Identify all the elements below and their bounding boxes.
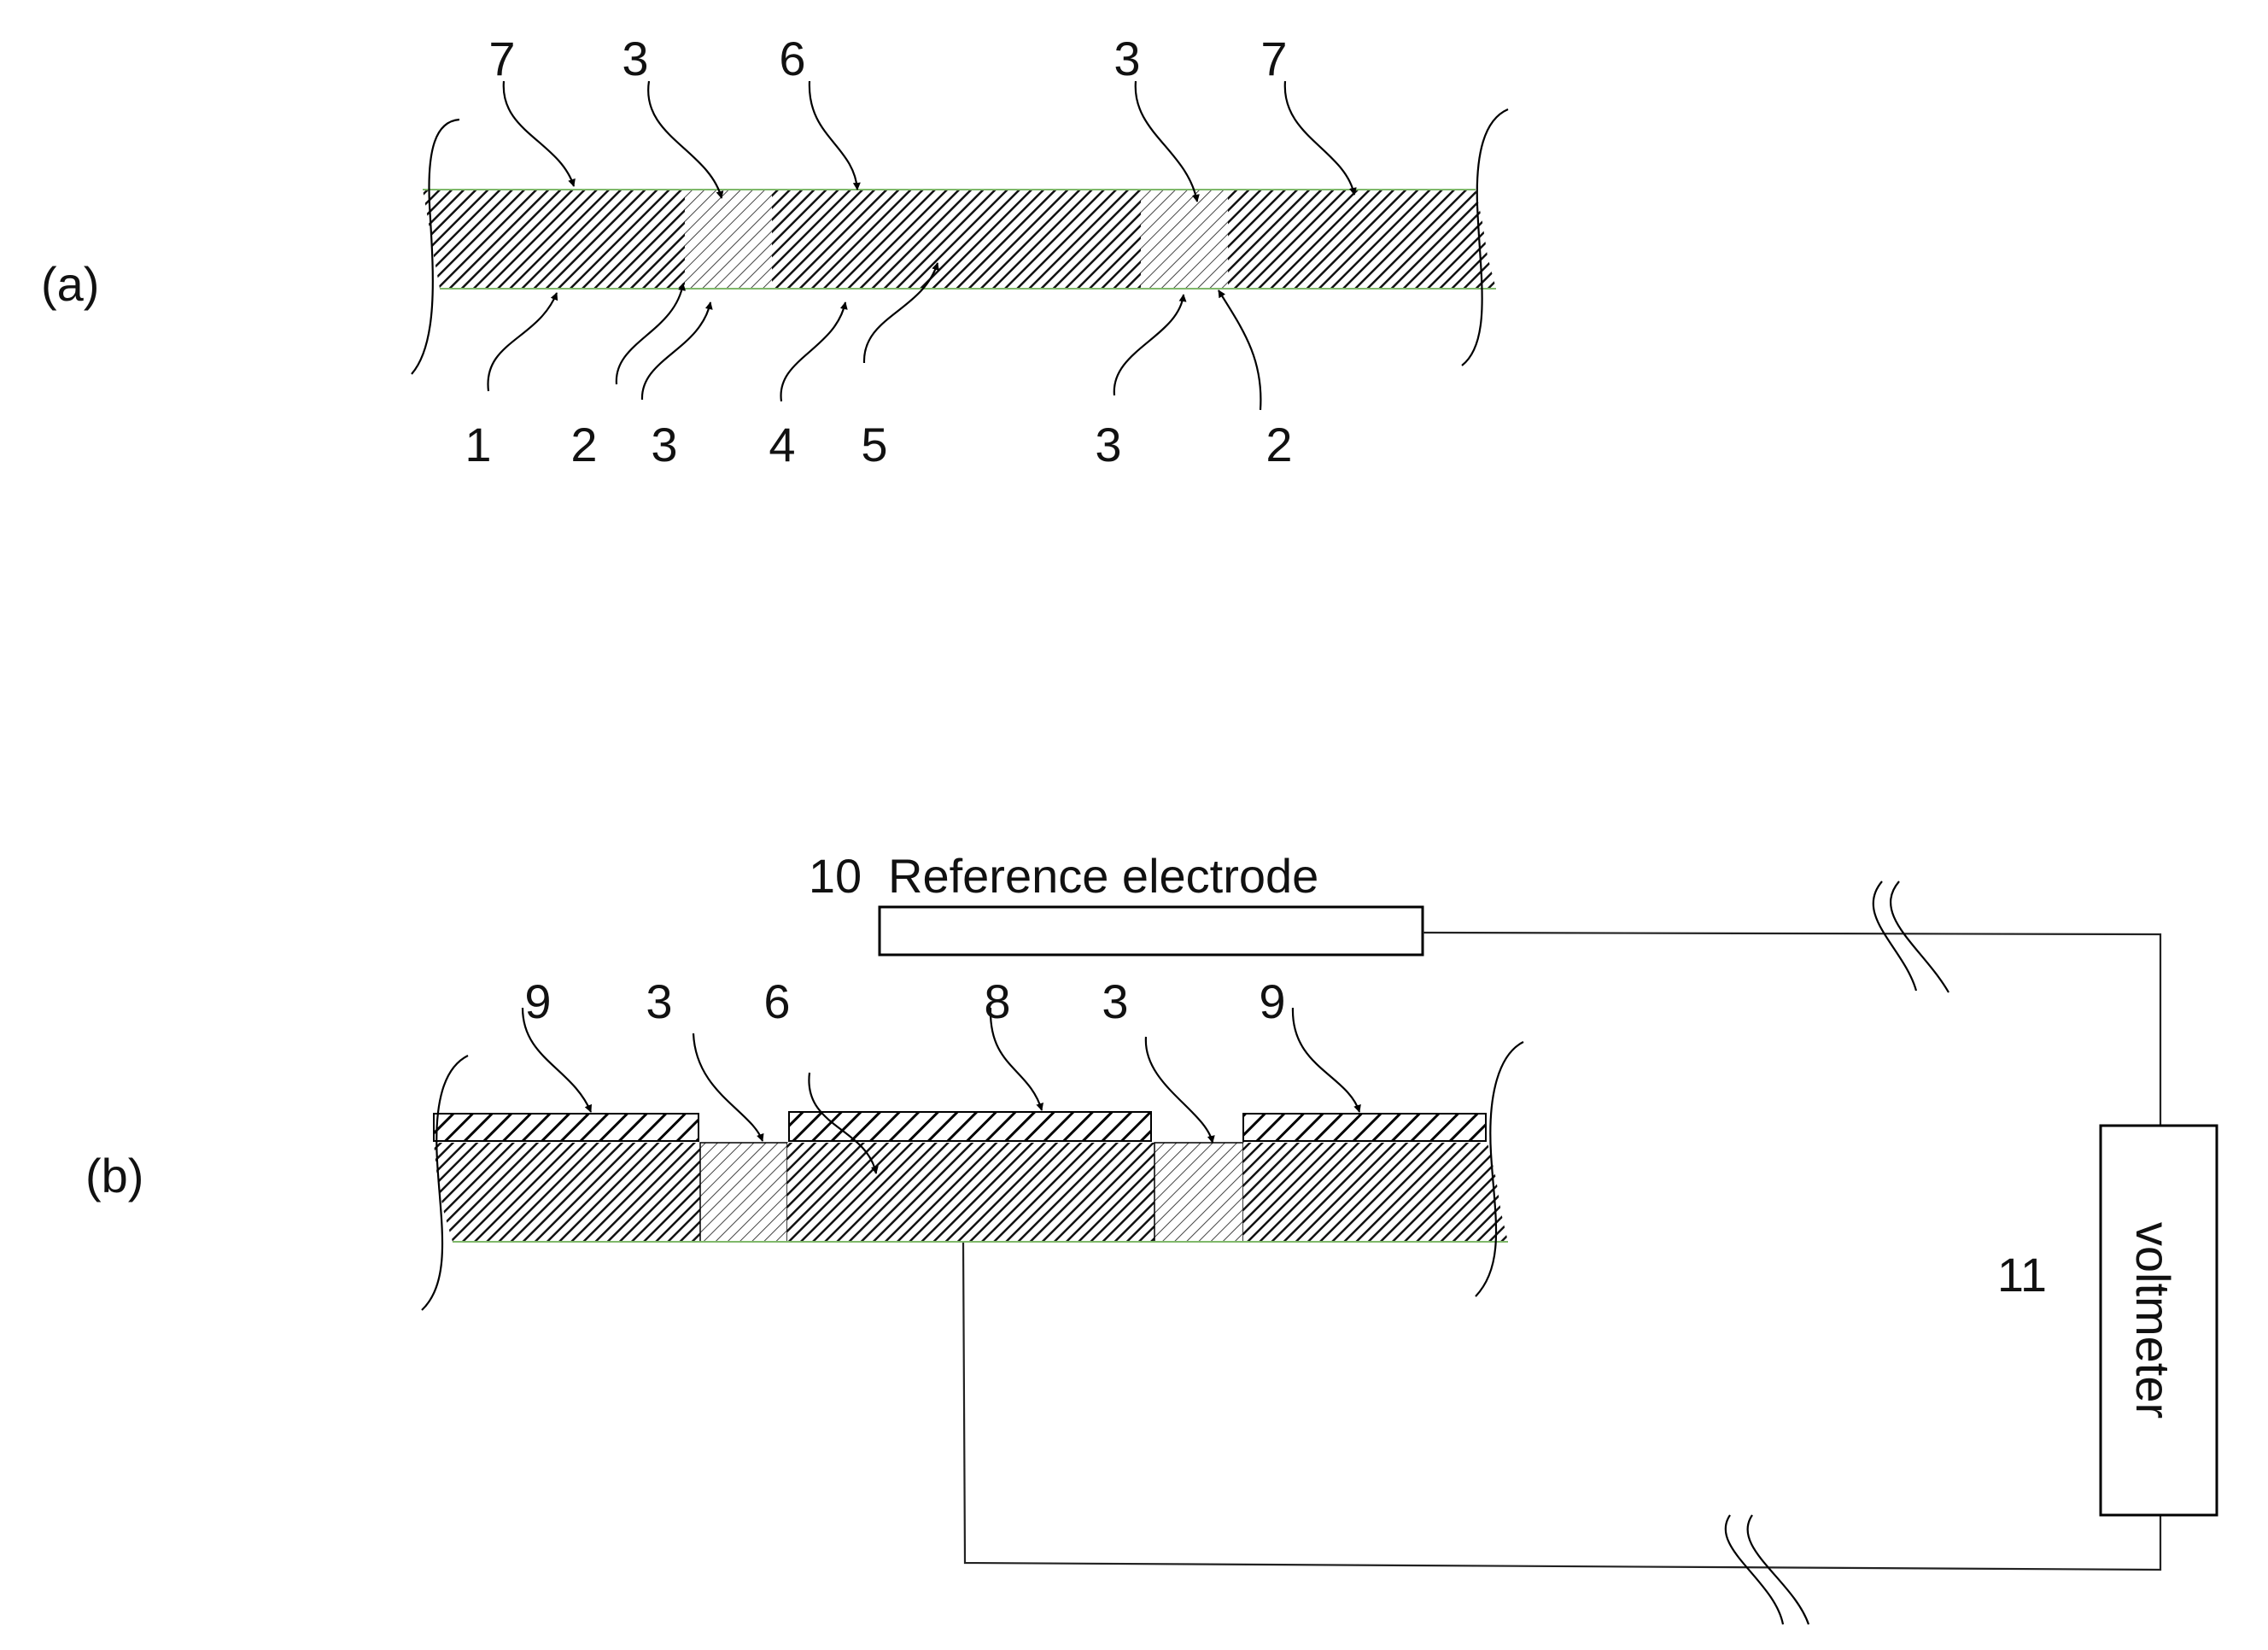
base-metal-right-b (1243, 1143, 1508, 1242)
callout-arrow-2-left (615, 283, 687, 385)
callout-label-3-left-top: 3 (622, 32, 648, 85)
callout-arrow-6-b (808, 1072, 879, 1174)
callout-arrow-3-left-b (692, 1033, 764, 1142)
callout-arrow-3-left-top (647, 80, 724, 199)
callout-label-3-left-bottom: 3 (651, 418, 677, 471)
callout-label-7-right: 7 (1260, 32, 1287, 85)
reference-electrode (878, 905, 1424, 957)
callout-arrow-8 (989, 1007, 1043, 1111)
break-line-right-b (1475, 1041, 1524, 1297)
voltmeter-number: 11 (1997, 1248, 2047, 1302)
callout-arrow-3-right-b (1144, 1036, 1215, 1144)
break-line-left-a (411, 118, 460, 375)
callout-label-6-b: 6 (763, 974, 790, 1028)
voltmeter (2099, 1124, 2218, 1517)
haz-left-b (699, 1142, 788, 1243)
haz-right-a (1141, 190, 1228, 289)
callout-label-2-left: 2 (570, 418, 597, 471)
panel-a: (a) 7 3 6 3 7 (41, 32, 1509, 471)
coating-center (788, 1111, 1152, 1142)
callout-arrow-4 (780, 301, 848, 402)
wire-break-top (1872, 881, 1949, 993)
weld-metal-b (787, 1143, 1154, 1242)
callout-label-7-left: 7 (488, 32, 515, 85)
base-metal-left-b (434, 1143, 700, 1242)
callout-arrow-1 (487, 292, 558, 392)
reference-electrode-number: 10 (809, 849, 862, 903)
callout-label-2-right: 2 (1266, 418, 1292, 471)
weld-metal-a (772, 190, 1141, 289)
callout-label-3-right-top: 3 (1114, 32, 1140, 85)
break-line-left-b (421, 1055, 469, 1311)
wire-voltmeter-to-weld (962, 1241, 2162, 1571)
callout-arrow-5 (862, 262, 939, 364)
weld-cross-section-a (411, 108, 1509, 375)
callout-label-9-right: 9 (1259, 974, 1285, 1028)
callout-arrow-2-right (1218, 290, 1262, 411)
weld-cross-section-b (421, 1041, 1524, 1311)
reference-electrode-label: Reference electrode (888, 849, 1318, 903)
callout-arrow-3-right-top (1134, 80, 1200, 202)
base-metal-left-a (423, 190, 685, 289)
callout-label-3-left-b: 3 (646, 974, 672, 1028)
panel-a-label: (a) (41, 257, 99, 311)
callout-label-3-right-b: 3 (1102, 974, 1128, 1028)
callout-label-5: 5 (861, 418, 887, 471)
panel-b-label: (b) (85, 1149, 143, 1202)
callout-label-3-right-bottom: 3 (1095, 418, 1121, 471)
wire-break-bottom (1724, 1514, 1810, 1625)
callout-arrow-7-left (502, 80, 576, 187)
voltmeter-label: voltmeter (2126, 1222, 2180, 1419)
callout-label-8: 8 (984, 974, 1010, 1028)
coating-left (433, 1113, 699, 1142)
callout-label-9-left: 9 (524, 974, 551, 1028)
callout-label-1: 1 (465, 418, 491, 471)
callout-arrow-6 (808, 80, 861, 190)
base-metal-right-a (1228, 190, 1496, 289)
haz-right-b (1154, 1142, 1244, 1243)
callout-arrow-3-left-bottom (640, 301, 713, 401)
haz-left-a (685, 190, 772, 289)
callout-arrow-7-right (1283, 80, 1357, 196)
wire-electrode-to-voltmeter (1422, 931, 2162, 1126)
callout-label-6: 6 (779, 32, 805, 85)
callout-label-4: 4 (769, 418, 795, 471)
callout-arrow-3-right-bottom (1113, 294, 1187, 396)
coating-right (1242, 1113, 1487, 1142)
break-line-right-a (1461, 108, 1509, 366)
panel-b: (b) 10 Reference electrode voltmeter 11 (85, 849, 2218, 1625)
callout-arrow-9-right (1291, 1007, 1361, 1113)
callout-arrow-9-left (521, 1007, 593, 1113)
